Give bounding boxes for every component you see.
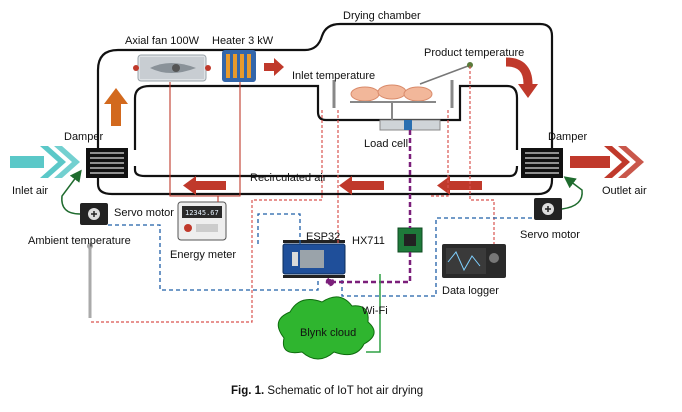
label-recirculated-air: Recirculated air: [250, 172, 327, 184]
caption-text: Schematic of IoT hot air drying: [264, 385, 423, 397]
label-data-logger: Data logger: [442, 285, 499, 297]
energy-meter-display: 12345.67: [185, 209, 219, 217]
label-product-temperature: Product temperature: [424, 47, 524, 59]
hx711-board: [397, 227, 423, 253]
label-inlet-air: Inlet air: [12, 185, 48, 197]
blue-signal-lines: [108, 213, 534, 297]
caption-prefix: Fig. 1.: [231, 385, 264, 397]
label-load-cell: Load cell: [364, 138, 408, 150]
hx711-link: [325, 130, 412, 287]
label-hx711: HX711: [352, 235, 385, 247]
inlet-temperature-probe: [332, 80, 454, 108]
red-signal-lines: [90, 66, 495, 323]
servo-motor-right: [534, 198, 562, 220]
label-heater: Heater 3 kW: [212, 35, 274, 47]
axial-fan: [133, 54, 211, 82]
data-logger: [442, 244, 506, 278]
load-cell: [379, 102, 441, 131]
energy-meter: 12345.67: [177, 201, 227, 241]
label-esp32: ESP32: [306, 231, 340, 243]
hot-air-arrow: [264, 58, 284, 76]
turn-arrow: [505, 57, 538, 98]
esp32-board: [282, 240, 346, 278]
label-blynk-cloud: Blynk cloud: [300, 327, 356, 339]
damper-left: [86, 148, 128, 178]
fan-heater-feeds: [169, 82, 241, 202]
recirculated-air-arrows: [183, 176, 482, 195]
ambient-temperature-probe: [87, 243, 93, 318]
outlet-air-arrow: [570, 146, 644, 178]
label-ambient-temperature: Ambient temperature: [28, 235, 131, 247]
inlet-air-arrow: [10, 146, 80, 178]
label-axial-fan: Axial fan 100W: [125, 35, 200, 47]
updraft-arrow: [104, 88, 128, 126]
label-drying-chamber: Drying chamber: [343, 10, 421, 22]
label-damper-right: Damper: [548, 131, 587, 143]
servo-links: [61, 169, 583, 215]
labels: Drying chamber Axial fan 100W Heater 3 k…: [12, 10, 647, 339]
label-outlet-air: Outlet air: [602, 185, 647, 197]
product-temperature-probe: [419, 62, 473, 85]
damper-right: [521, 148, 563, 178]
heater: [222, 50, 256, 82]
label-servo-motor-left: Servo motor: [114, 207, 174, 219]
label-inlet-temperature: Inlet temperature: [292, 70, 375, 82]
label-damper-left: Damper: [64, 131, 103, 143]
label-servo-motor-right: Servo motor: [520, 229, 580, 241]
label-wifi: Wi-Fi: [362, 305, 388, 317]
label-energy-meter: Energy meter: [170, 249, 236, 261]
figure-caption: Fig. 1. Schematic of IoT hot air drying: [231, 385, 423, 397]
wifi-link: [366, 274, 381, 353]
duct-outline: [96, 22, 554, 196]
servo-motor-left: [80, 203, 108, 225]
product-tray: [350, 84, 436, 103]
blynk-cloud: [277, 296, 375, 360]
